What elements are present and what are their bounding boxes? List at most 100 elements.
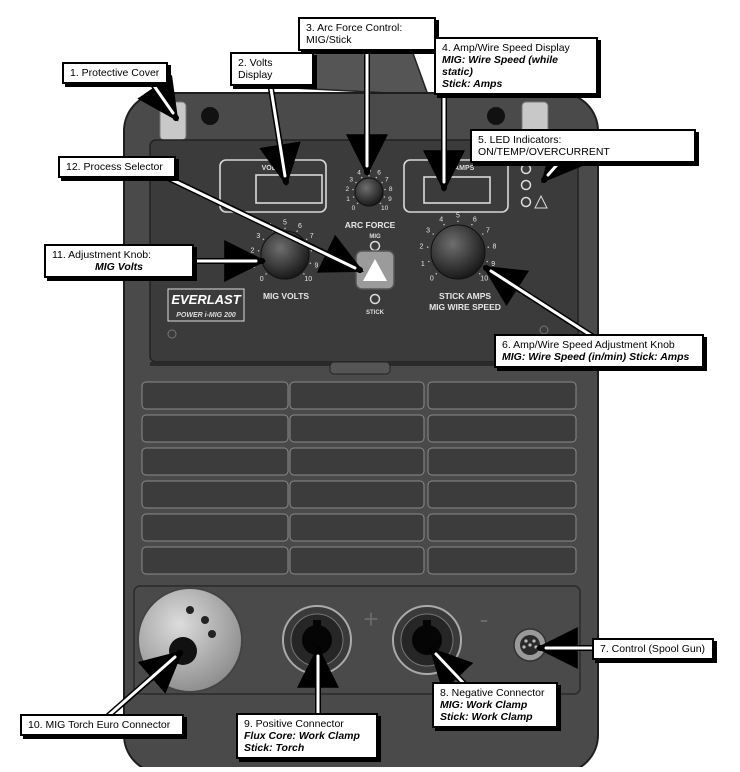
callout-detail: MIG: Wire Speed (in/min) Stick: Amps <box>502 351 690 363</box>
scale-tick-mark <box>435 272 438 275</box>
negative-connector-key <box>423 620 431 630</box>
scale-tick-label: 2 <box>345 186 349 193</box>
scale-tick-label: 9 <box>314 263 318 270</box>
scale-tick-mark <box>352 188 354 191</box>
scale-tick-label: 9 <box>491 261 495 268</box>
scale-tick-label: 0 <box>352 205 356 212</box>
scale-tick-mark <box>368 175 370 177</box>
scale-tick-mark <box>352 196 355 198</box>
callout-label: 7. Control (Spool Gun) <box>600 643 706 655</box>
callout-adjustment-knob: 11. Adjustment Knob: MIG Volts <box>44 244 194 278</box>
scale-tick-mark <box>487 246 490 248</box>
scale-tick-mark <box>356 202 359 205</box>
scale-tick-label: 8 <box>389 186 393 193</box>
callout-euro-connector: 10. MIG Torch Euro Connector <box>20 714 184 736</box>
stick-amps-label: STICK AMPS <box>439 291 491 301</box>
euro-connector-pin <box>208 630 216 638</box>
callout-label: 3. Arc Force Control: MIG/Stick <box>306 22 403 46</box>
callout-label: 10. MIG Torch Euro Connector <box>28 719 171 731</box>
vent-slat <box>289 414 425 443</box>
arc-force-label: ARC FORCE <box>345 220 396 230</box>
callout-label: 11. Adjustment Knob: <box>52 249 152 261</box>
callout-positive-connector: 9. Positive Connector Flux Core: Work Cl… <box>236 713 378 759</box>
led-overcurrent <box>520 196 532 208</box>
callout-flux-detail: Flux Core: Work Clamp <box>244 730 360 742</box>
scale-tick-mark <box>379 202 382 205</box>
callout-label: 12. Process Selector <box>66 161 163 173</box>
ventilation-grille <box>141 381 577 575</box>
scale-tick-label: 3 <box>349 176 353 183</box>
scale-tick-mark <box>432 233 435 235</box>
vent-slat <box>427 414 577 443</box>
minus-sign: - <box>480 604 489 634</box>
wire-speed-knob <box>430 224 486 280</box>
scale-tick-mark <box>381 181 383 184</box>
callout-label: 2. Volts Display <box>238 57 273 81</box>
callout-label: 6. Amp/Wire Speed Adjustment Knob <box>502 339 675 351</box>
callout-arc-force-control: 3. Arc Force Control: MIG/Stick <box>298 17 436 51</box>
mig-mode-label: MIG <box>369 234 381 240</box>
vent-slat <box>141 480 289 509</box>
arrow-2 <box>259 67 301 187</box>
scale-tick-label: 5 <box>283 219 287 226</box>
scale-tick-mark <box>428 260 430 263</box>
scale-tick-label: 6 <box>473 217 477 224</box>
vent-slat <box>427 513 577 542</box>
scale-tick-mark <box>471 223 473 226</box>
cover-latch <box>329 361 391 375</box>
vent-slat <box>289 546 425 575</box>
callout-spool-gun-control: 7. Control (Spool Gun) <box>592 638 714 660</box>
scale-tick-label: 10 <box>304 276 312 283</box>
mig-wire-speed-label: MIG WIRE SPEED <box>429 302 501 312</box>
scale-tick-mark <box>486 260 489 263</box>
scale-tick-mark <box>303 273 305 275</box>
scale-tick-mark <box>284 227 286 230</box>
scale-tick-mark <box>310 250 313 252</box>
led-temp <box>520 179 532 191</box>
scale-tick-label: 10 <box>381 205 389 212</box>
callout-mig-detail: MIG: Wire Speed (while static) <box>442 54 559 78</box>
callout-label: 5. LED Indicators: ON/TEMP/OVERCURRENT <box>478 134 610 158</box>
euro-connector-pin <box>186 606 194 614</box>
arrow-1 <box>137 74 179 122</box>
callout-protective-cover: 1. Protective Cover <box>62 62 168 84</box>
callout-volts-display: 2. Volts Display <box>230 52 314 86</box>
callout-negative-connector: 8. Negative Connector MIG: Work Clamp St… <box>432 682 558 728</box>
callout-label: 9. Positive Connector <box>244 718 344 730</box>
arrow-6 <box>482 265 595 339</box>
vent-slat <box>289 480 425 509</box>
scale-tick-mark <box>478 272 481 275</box>
scale-tick-label: 4 <box>357 170 361 177</box>
scale-tick-label: 3 <box>256 233 260 240</box>
vent-slat <box>141 513 289 542</box>
callout-mig-detail: MIG: Work Clamp <box>440 699 528 711</box>
everlast-logo: EVERLAST POWER i-MIG 200 <box>167 288 245 322</box>
vent-slat <box>141 546 289 575</box>
bolt <box>487 107 505 125</box>
vent-slat <box>289 513 425 542</box>
scale-tick-label: 10 <box>480 276 488 283</box>
scale-tick-mark <box>305 238 308 241</box>
arrow-12 <box>157 171 364 273</box>
vent-slat <box>289 447 425 476</box>
scale-tick-mark <box>265 273 267 275</box>
scale-tick-label: 5 <box>456 212 460 219</box>
scale-tick-label: 2 <box>420 244 424 251</box>
vent-slat <box>427 447 577 476</box>
scale-tick-label: 7 <box>385 176 389 183</box>
scale-tick-mark <box>360 176 363 179</box>
scale-tick-mark <box>482 233 484 235</box>
arc-force-knob <box>354 177 384 207</box>
led-stick <box>369 293 381 305</box>
scale-tick-mark <box>457 220 459 223</box>
callout-label: 4. Amp/Wire Speed Display <box>442 42 570 54</box>
scale-tick-label: 0 <box>430 276 434 283</box>
triangle-icon <box>363 259 387 281</box>
vent-slat <box>141 447 289 476</box>
vent-slat <box>141 414 289 443</box>
scale-tick-label: 1 <box>421 261 425 268</box>
callout-led-indicators: 5. LED Indicators: ON/TEMP/OVERCURRENT <box>470 129 696 163</box>
scale-tick-label: 6 <box>298 223 302 230</box>
callout-wire-speed-knob: 6. Amp/Wire Speed Adjustment Knob MIG: W… <box>494 334 704 368</box>
